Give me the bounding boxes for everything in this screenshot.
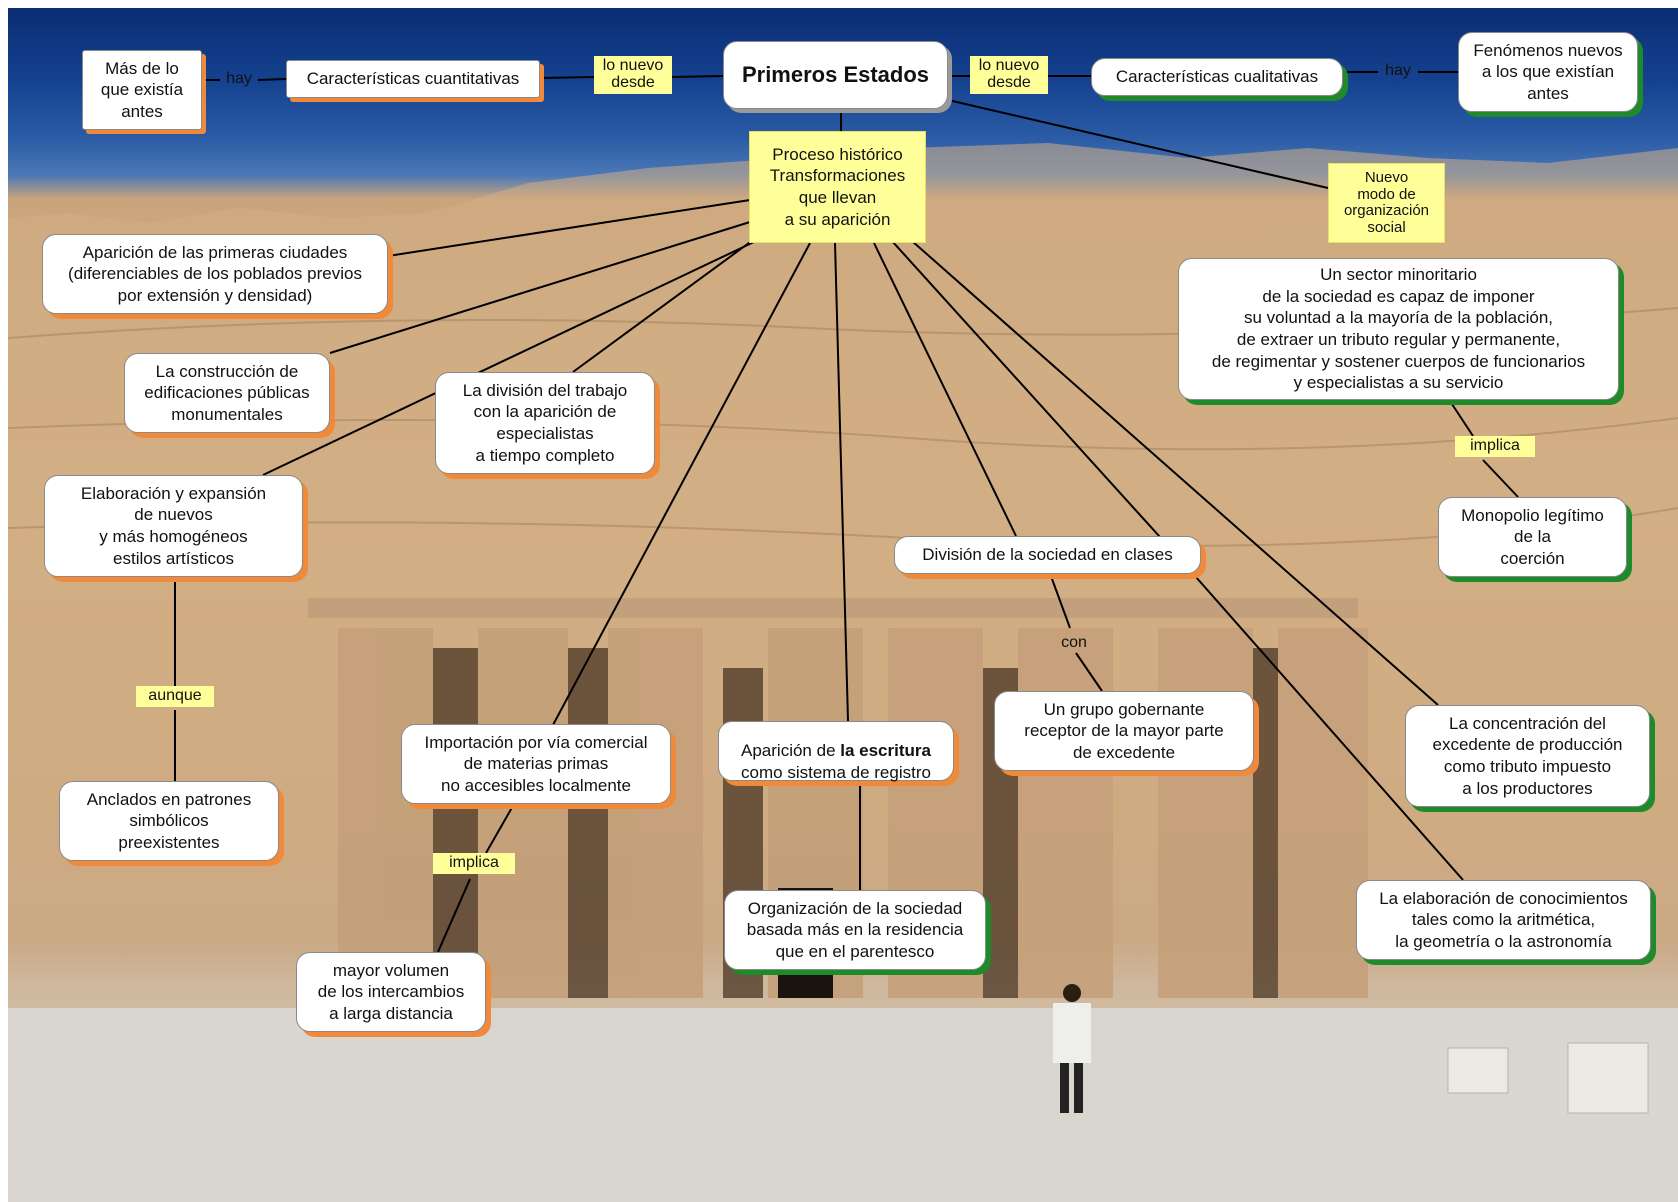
link-label-aunque: aunque: [136, 686, 214, 707]
node-division-sociedad-clases: División de la sociedad en clases: [894, 536, 1201, 574]
link-line: [485, 796, 519, 854]
link-line: [911, 240, 1439, 706]
link-line: [891, 240, 1189, 569]
node-organizacion-sociedad-residencia: Organización de la sociedad basada más e…: [724, 890, 986, 970]
concept-map-canvas: Más de lo que existía antes hay Caracter…: [8, 8, 1678, 1202]
node-division-del-trabajo: La división del trabajo con la aparición…: [435, 372, 655, 474]
link-line: [947, 99, 1329, 189]
link-label-implica-sector: implica: [1455, 436, 1535, 457]
node-caracteristicas-cualitativas: Características cualitativas: [1091, 58, 1343, 96]
escritura-bold: la escritura: [840, 741, 931, 761]
node-primeros-estados: Primeros Estados: [723, 41, 948, 109]
link-label-lo-nuevo-desde-left: lo nuevo desde: [594, 56, 672, 94]
link-line: [671, 75, 724, 78]
escritura-suffix: como sistema de registro: [741, 762, 931, 782]
node-concentracion-excedente: La concentración del excedente de produc…: [1405, 705, 1650, 807]
link-line: [329, 221, 751, 354]
node-caracteristicas-cuantitativas: Características cuantitativas: [286, 60, 540, 98]
node-mas-de-lo-que-existia: Más de lo que existía antes: [82, 50, 202, 130]
connector-lines: [174, 71, 1519, 953]
escritura-prefix: Aparición de: [741, 741, 841, 761]
link-line: [873, 242, 1017, 537]
node-anclados-patrones-simbolicos: Anclados en patrones simbólicos preexist…: [59, 781, 279, 861]
link-line: [257, 78, 287, 81]
node-construccion-edificaciones: La construcción de edificaciones pública…: [124, 353, 330, 433]
link-label-con: con: [1061, 634, 1087, 651]
node-monopolio-coercion: Monopolio legítimo de la coerción: [1438, 497, 1627, 577]
link-line: [1447, 397, 1474, 437]
link-line: [437, 878, 471, 953]
node-mayor-volumen-intercambios: mayor volumen de los intercambios a larg…: [296, 952, 486, 1032]
node-sector-minoritario: Un sector minoritario de la sociedad es …: [1178, 258, 1619, 400]
node-aparicion-primeras-ciudades: Aparición de las primeras ciudades (dife…: [42, 234, 388, 314]
link-line: [572, 239, 754, 373]
node-estilos-artisticos: Elaboración y expansión de nuevos y más …: [44, 475, 303, 577]
link-line: [539, 76, 595, 79]
node-nuevo-modo-organizacion-social: Nuevo modo de organización social: [1328, 163, 1445, 243]
link-line: [1075, 652, 1103, 692]
link-label-hay-left: hay: [226, 70, 252, 87]
node-importacion-materias-primas: Importación por vía comercial de materia…: [401, 724, 671, 804]
node-grupo-gobernante: Un grupo gobernante receptor de la mayor…: [994, 691, 1254, 771]
link-line: [262, 240, 757, 476]
link-line: [834, 242, 849, 722]
link-label-implica-import: implica: [433, 853, 515, 874]
link-line: [552, 242, 811, 726]
link-line: [387, 199, 751, 257]
link-line: [1047, 567, 1071, 629]
link-line: [1482, 459, 1519, 498]
link-label-lo-nuevo-desde-right: lo nuevo desde: [970, 56, 1048, 94]
node-proceso-historico: Proceso histórico Transformaciones que l…: [749, 131, 926, 243]
link-label-hay-right: hay: [1385, 62, 1411, 79]
link-line: [1187, 567, 1464, 881]
node-fenomenos-nuevos: Fenómenos nuevos a los que existían ante…: [1458, 32, 1638, 112]
node-elaboracion-conocimientos: La elaboración de conocimientos tales co…: [1356, 880, 1651, 960]
